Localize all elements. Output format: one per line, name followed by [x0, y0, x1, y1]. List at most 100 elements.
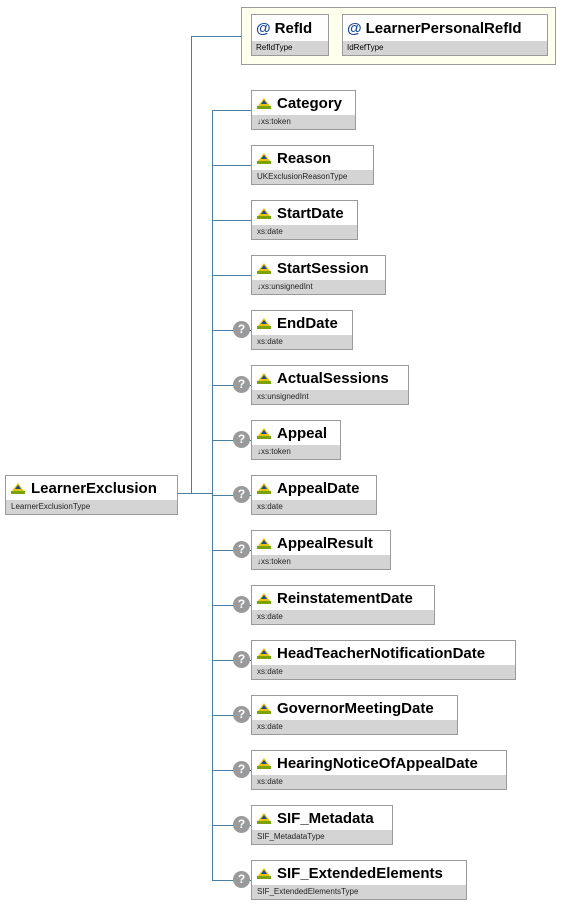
element-icon: [257, 208, 271, 219]
child-element-appeal[interactable]: Appeal ↓xs:token: [251, 420, 341, 460]
element-icon: [257, 703, 271, 714]
element-type: xs:date: [252, 500, 376, 514]
optional-icon: ?: [233, 376, 250, 393]
attribute-name: LearnerPersonalRefId: [365, 20, 522, 37]
child-connector: [212, 550, 252, 551]
element-type: xs:date: [252, 610, 434, 624]
seq-connector: [177, 493, 212, 494]
element-name: ReinstatementDate: [277, 589, 413, 607]
attribute-refid[interactable]: @ RefId RefIdType: [251, 14, 329, 56]
child-connector: [212, 605, 252, 606]
element-name: GovernorMeetingDate: [277, 699, 434, 717]
element-icon: [257, 538, 271, 549]
child-connector: [212, 385, 252, 386]
child-element-governormeetingdate[interactable]: GovernorMeetingDate xs:date: [251, 695, 458, 735]
element-name: HeadTeacherNotificationDate: [277, 644, 486, 662]
root-element[interactable]: LearnerExclusion LearnerExclusionType: [5, 475, 178, 515]
child-element-headteachernotificationdate[interactable]: HeadTeacherNotificationDate xs:date: [251, 640, 516, 680]
child-element-hearingnoticeofappealdate[interactable]: HearingNoticeOfAppealDate xs:date: [251, 750, 507, 790]
child-connector: [212, 770, 252, 771]
element-icon: [11, 483, 25, 494]
child-connector: [212, 440, 252, 441]
child-element-appealdate[interactable]: AppealDate xs:date: [251, 475, 377, 515]
optional-icon: ?: [233, 651, 250, 668]
element-icon: [257, 593, 271, 604]
optional-icon: ?: [233, 596, 250, 613]
child-connector: [212, 275, 252, 276]
attribute-learnerpersonalrefid[interactable]: @ LearnerPersonalRefId IdRefType: [342, 14, 548, 56]
element-name: EndDate: [277, 314, 338, 332]
element-type: SIF_ExtendedElementsType: [252, 885, 466, 899]
element-icon: [257, 868, 271, 879]
child-element-actualsessions[interactable]: ActualSessions xs:unsignedInt: [251, 365, 409, 405]
element-type: xs:date: [252, 335, 352, 349]
element-icon: [257, 98, 271, 109]
element-icon: [257, 318, 271, 329]
optional-icon: ?: [233, 816, 250, 833]
child-element-startsession[interactable]: StartSession ↓xs:unsignedInt: [251, 255, 386, 295]
element-type: SIF_MetadataType: [252, 830, 392, 844]
element-type: ↓xs:token: [252, 115, 355, 129]
element-name: StartDate: [277, 204, 344, 222]
element-icon: [257, 813, 271, 824]
element-name: AppealResult: [277, 534, 373, 552]
child-connector: [212, 220, 252, 221]
element-name: HearingNoticeOfAppealDate: [277, 754, 478, 772]
child-connector: [212, 330, 252, 331]
element-name: AppealDate: [277, 479, 360, 497]
element-type: ↓xs:token: [252, 445, 340, 459]
optional-icon: ?: [233, 431, 250, 448]
element-icon: [257, 153, 271, 164]
optional-icon: ?: [233, 486, 250, 503]
child-connector: [212, 110, 252, 111]
element-icon: [257, 373, 271, 384]
attribute-icon: @: [347, 20, 362, 37]
child-connector: [212, 165, 252, 166]
attribute-group: @ RefId RefIdType @ LearnerPersonalRefId…: [241, 7, 556, 65]
optional-icon: ?: [233, 321, 250, 338]
child-connector: [212, 495, 252, 496]
child-connector: [212, 660, 252, 661]
element-name: Appeal: [277, 424, 328, 442]
attr-trunk: [191, 36, 192, 494]
root-element-name: LearnerExclusion: [31, 479, 157, 497]
element-name: ActualSessions: [277, 369, 389, 387]
child-element-category[interactable]: Category ↓xs:token: [251, 90, 356, 130]
child-element-enddate[interactable]: EndDate xs:date: [251, 310, 353, 350]
element-type: xs:date: [252, 720, 457, 734]
child-connector: [212, 825, 252, 826]
attribute-type: RefIdType: [252, 41, 328, 55]
optional-icon: ?: [233, 706, 250, 723]
element-type: xs:date: [252, 665, 515, 679]
element-type: xs:date: [252, 775, 506, 789]
attribute-type: IdRefType: [343, 41, 547, 55]
element-name: Reason: [277, 149, 332, 167]
element-name: SIF_Metadata: [277, 809, 374, 827]
child-element-reinstatementdate[interactable]: ReinstatementDate xs:date: [251, 585, 435, 625]
element-icon: [257, 428, 271, 439]
element-type: ↓xs:unsignedInt: [252, 280, 385, 294]
element-type: UKExclusionReasonType: [252, 170, 373, 184]
optional-icon: ?: [233, 541, 250, 558]
attr-connector: [191, 36, 241, 37]
element-name: StartSession: [277, 259, 369, 277]
element-icon: [257, 263, 271, 274]
child-element-startdate[interactable]: StartDate xs:date: [251, 200, 358, 240]
attribute-name: RefId: [274, 20, 313, 37]
element-icon: [257, 758, 271, 769]
element-icon: [257, 483, 271, 494]
element-icon: [257, 648, 271, 659]
attribute-icon: @: [256, 20, 271, 37]
child-connector: [212, 715, 252, 716]
root-element-type: LearnerExclusionType: [6, 500, 177, 514]
element-type: ↓xs:token: [252, 555, 390, 569]
element-type: xs:date: [252, 225, 357, 239]
child-element-appealresult[interactable]: AppealResult ↓xs:token: [251, 530, 391, 570]
element-type: xs:unsignedInt: [252, 390, 408, 404]
element-name: SIF_ExtendedElements: [277, 864, 443, 882]
element-name: Category: [277, 94, 343, 112]
optional-icon: ?: [233, 871, 250, 888]
